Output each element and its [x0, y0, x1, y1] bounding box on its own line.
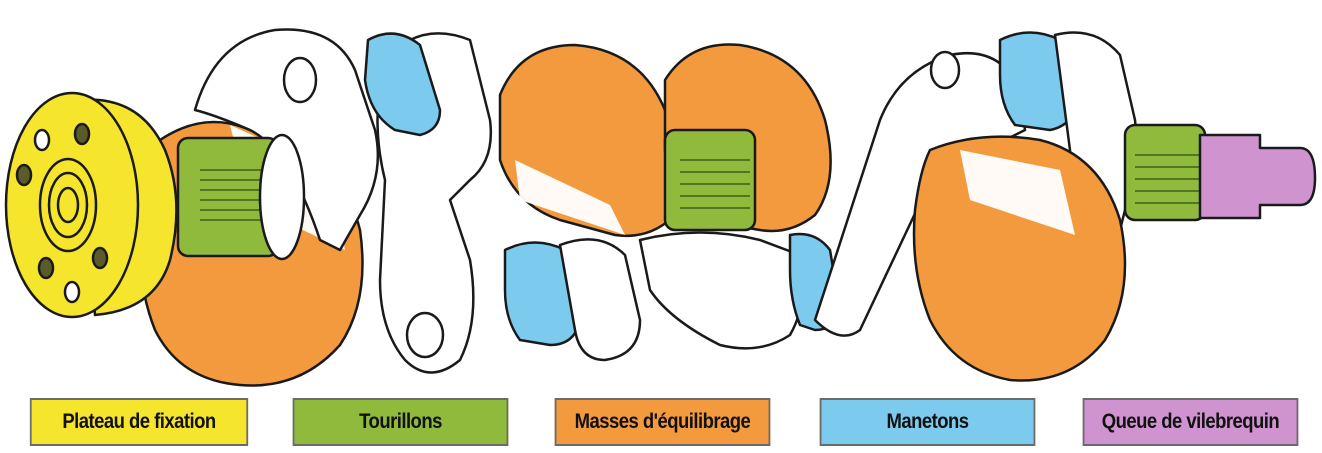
- web-4: [640, 233, 803, 349]
- main-journal-3: [1125, 125, 1205, 220]
- main-journal-2: [665, 130, 755, 230]
- web-3: [560, 239, 640, 360]
- legend-tourillons: Tourillons: [293, 398, 509, 446]
- web-2-hole: [407, 313, 443, 357]
- crankshaft-diagram: [0, 0, 1322, 390]
- legend-plateau-de-fixation: Plateau de fixation: [30, 398, 248, 446]
- web-1-hole: [284, 58, 316, 102]
- web-5-hole: [931, 52, 959, 88]
- legend-masses-equilibrage: Masses d'équilibrage: [555, 398, 771, 446]
- legend-manetons: Manetons: [820, 398, 1036, 446]
- crankshaft-tail: [1200, 135, 1315, 218]
- legend: Plateau de fixation Tourillons Masses d'…: [0, 398, 1322, 448]
- main-journal-1-end: [260, 135, 304, 259]
- flange-hub-inner: [58, 188, 78, 222]
- legend-queue-de-vilebrequin: Queue de vilebrequin: [1083, 398, 1299, 446]
